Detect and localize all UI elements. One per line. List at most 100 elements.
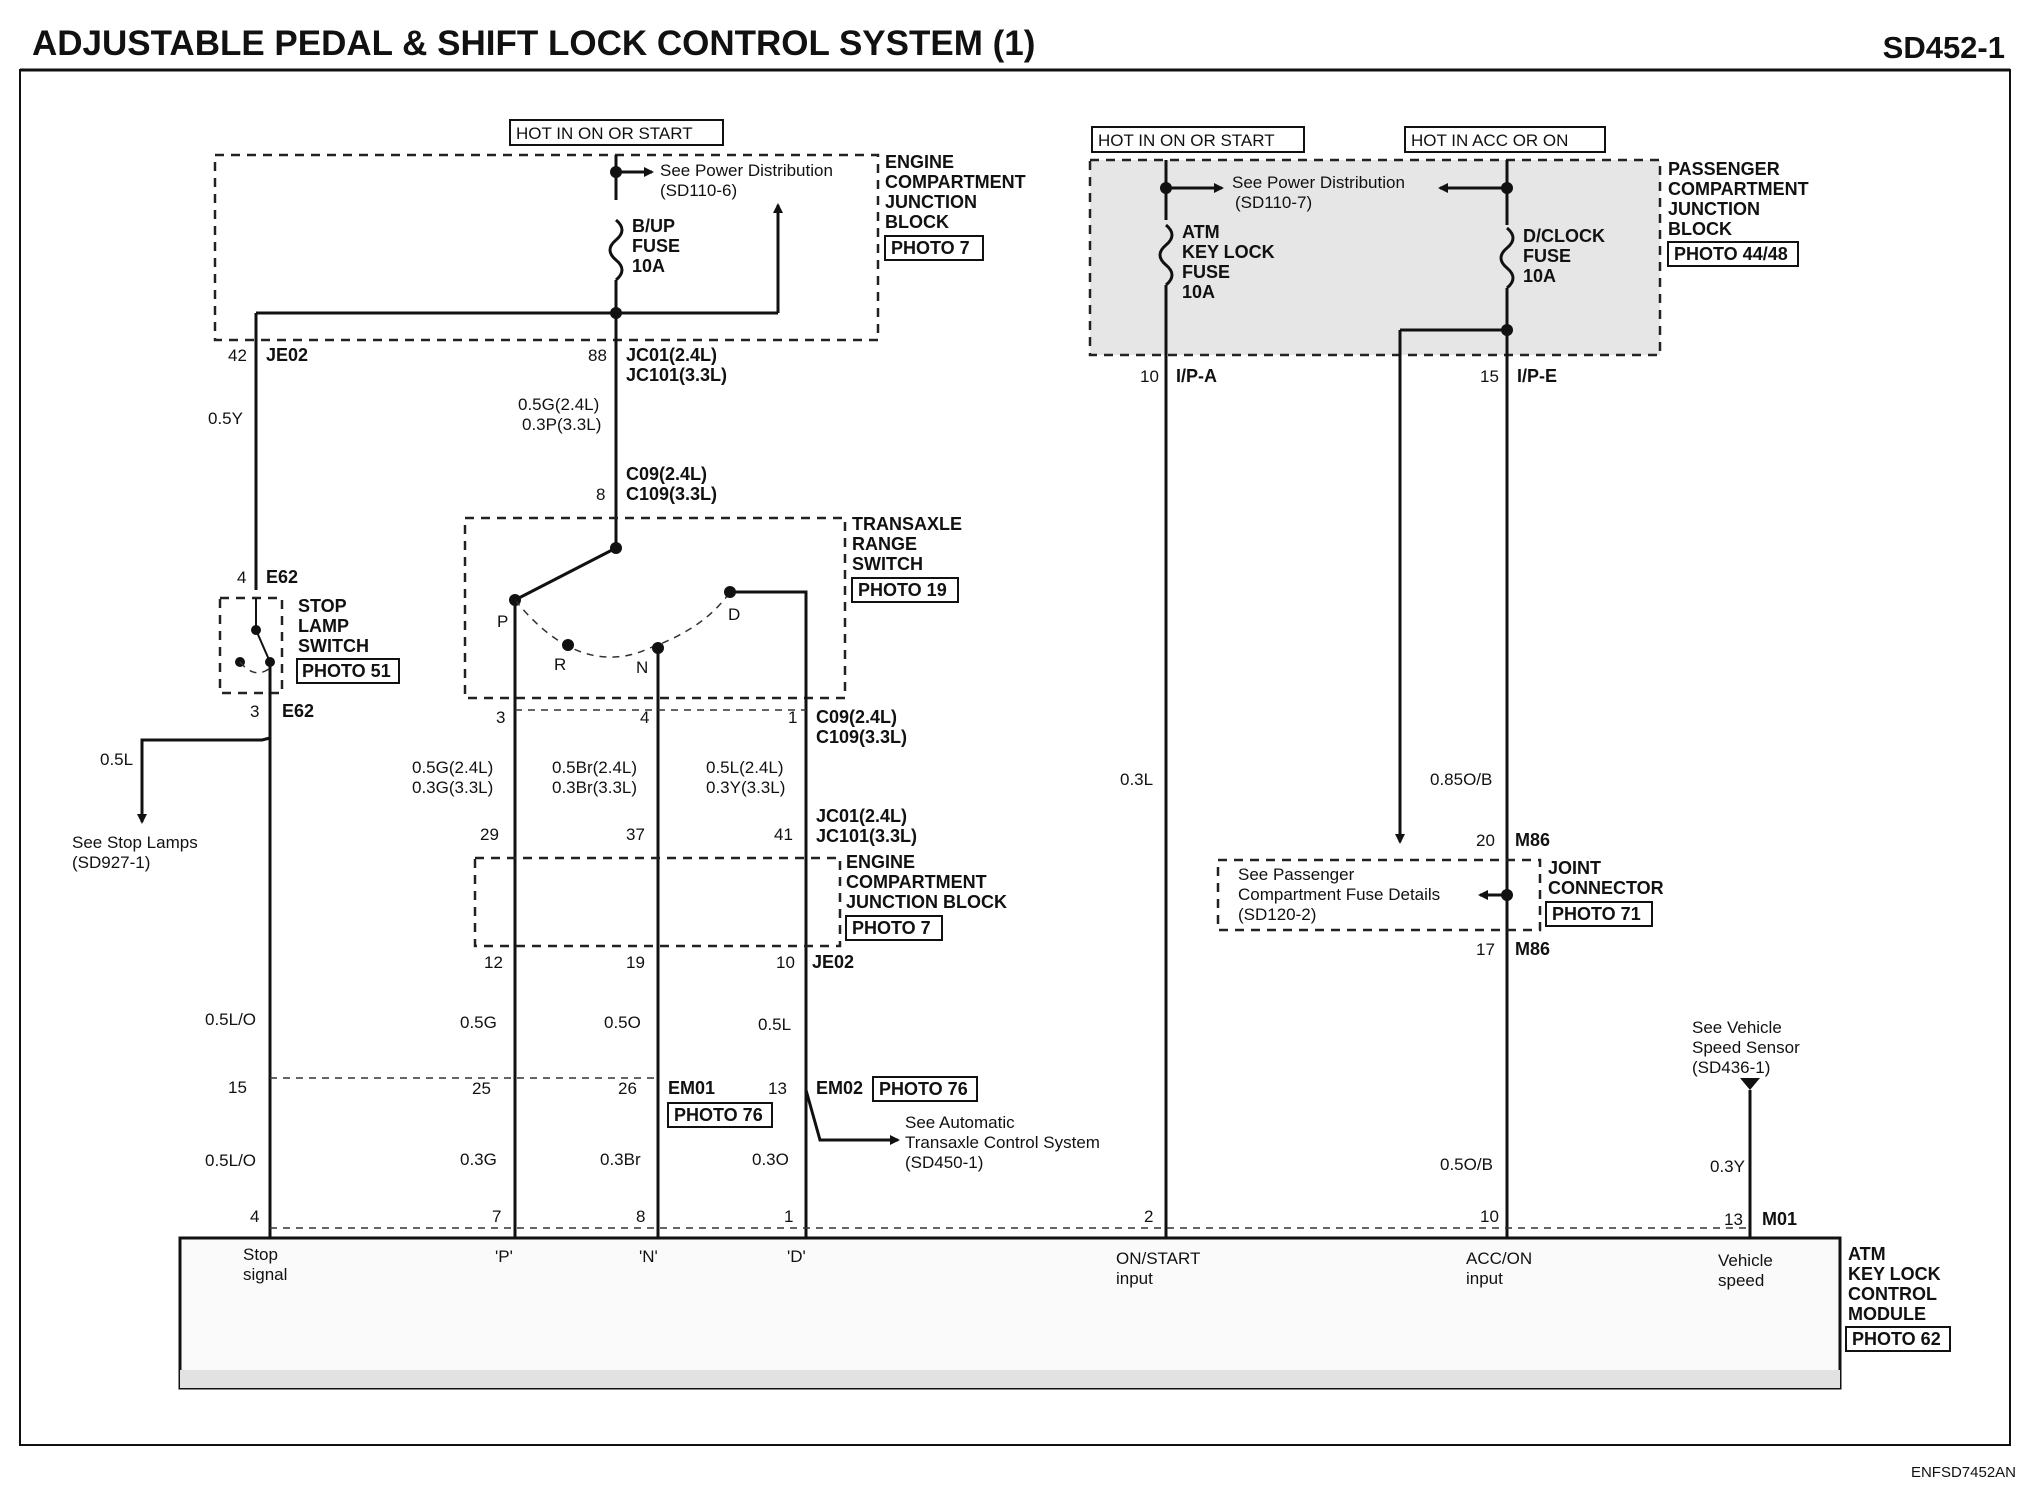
svg-text:JC01(2.4L): JC01(2.4L)	[626, 345, 717, 365]
svg-text:KEY LOCK: KEY LOCK	[1182, 242, 1275, 262]
svg-text:29: 29	[480, 825, 499, 844]
svg-text:4: 4	[640, 708, 649, 727]
svg-text:0.5O: 0.5O	[604, 1013, 641, 1032]
svg-text:0.5G: 0.5G	[460, 1013, 497, 1032]
svg-text:(SD436-1): (SD436-1)	[1692, 1058, 1770, 1077]
svg-text:0.3Y(3.3L): 0.3Y(3.3L)	[706, 778, 785, 797]
svg-text:See Power Distribution: See Power Distribution	[660, 161, 833, 180]
svg-text:PHOTO 51: PHOTO 51	[302, 661, 391, 681]
svg-text:HOT IN ON OR START: HOT IN ON OR START	[1098, 131, 1275, 150]
hot-label-middle: HOT IN ON OR START	[1091, 126, 1305, 153]
svg-text:(SD450-1): (SD450-1)	[905, 1153, 983, 1172]
svg-text:10: 10	[776, 953, 795, 972]
svg-text:Speed Sensor: Speed Sensor	[1692, 1038, 1800, 1057]
svg-text:0.5Br(2.4L): 0.5Br(2.4L)	[552, 758, 637, 777]
svg-text:ON/START: ON/START	[1116, 1249, 1200, 1268]
svg-text:10A: 10A	[1523, 266, 1556, 286]
svg-text:4: 4	[237, 568, 246, 587]
svg-text:'N': 'N'	[639, 1247, 658, 1266]
svg-text:EM02: EM02	[816, 1078, 863, 1098]
hot-label-left: HOT IN ON OR START	[509, 119, 724, 146]
svg-text:signal: signal	[243, 1265, 287, 1284]
svg-text:41: 41	[774, 825, 793, 844]
svg-text:JUNCTION: JUNCTION	[885, 192, 977, 212]
svg-text:I/P-A: I/P-A	[1176, 366, 1217, 386]
svg-text:JUNCTION: JUNCTION	[1668, 199, 1760, 219]
atm-key-lock-control-module: Stop signal 'P' 'N' 'D' ON/START input A…	[178, 1236, 1951, 1390]
svg-text:0.3P(3.3L): 0.3P(3.3L)	[522, 415, 601, 434]
svg-text:N: N	[636, 658, 648, 677]
engine-compartment-junction-block-top: ENGINE COMPARTMENT JUNCTION BLOCK PHOTO …	[213, 152, 1026, 342]
header: ADJUSTABLE PEDAL & SHIFT LOCK CONTROL SY…	[19, 24, 2011, 1446]
svg-text:input: input	[1116, 1269, 1153, 1288]
svg-text:25: 25	[472, 1079, 491, 1098]
svg-text:1: 1	[784, 1207, 793, 1226]
svg-text:JC101(3.3L): JC101(3.3L)	[626, 365, 727, 385]
svg-text:JE02: JE02	[812, 952, 854, 972]
svg-text:1: 1	[788, 708, 797, 727]
svg-text:SWITCH: SWITCH	[852, 554, 923, 574]
svg-text:10: 10	[1140, 367, 1159, 386]
svg-text:17: 17	[1476, 940, 1495, 959]
svg-text:JC101(3.3L): JC101(3.3L)	[816, 826, 917, 846]
right-side-wiring: 10 I/P-A 0.3L 2 15 I/P-E 0.85O/B 20 M86 …	[1120, 330, 1800, 1240]
stop-lamp-circuit: 42 JE02 0.5Y 4 E62 STOP LAMP SWITCH PHOT…	[72, 313, 400, 1238]
svg-text:D: D	[728, 605, 740, 624]
svg-text:PHOTO 71: PHOTO 71	[1552, 904, 1641, 924]
svg-text:See Power Distribution: See Power Distribution	[1232, 173, 1405, 192]
svg-text:JOINT: JOINT	[1548, 858, 1601, 878]
svg-text:FUSE: FUSE	[632, 236, 680, 256]
svg-text:26: 26	[618, 1079, 637, 1098]
svg-text:CONTROL: CONTROL	[1848, 1284, 1937, 1304]
svg-text:0.5L: 0.5L	[100, 750, 133, 769]
svg-text:'D': 'D'	[787, 1247, 806, 1266]
svg-text:15: 15	[228, 1078, 247, 1097]
svg-text:(SD927-1): (SD927-1)	[72, 853, 150, 872]
svg-text:C09(2.4L): C09(2.4L)	[816, 707, 897, 727]
svg-text:8: 8	[636, 1207, 645, 1226]
svg-text:R: R	[554, 655, 566, 674]
svg-text:RANGE: RANGE	[852, 534, 917, 554]
svg-text:0.5G(2.4L): 0.5G(2.4L)	[518, 395, 599, 414]
svg-text:BLOCK: BLOCK	[1668, 219, 1732, 239]
svg-text:0.5Y: 0.5Y	[208, 409, 243, 428]
svg-text:0.5L: 0.5L	[758, 1015, 791, 1034]
svg-text:ATM: ATM	[1182, 222, 1220, 242]
svg-text:See Vehicle: See Vehicle	[1692, 1018, 1782, 1037]
svg-text:M86: M86	[1515, 939, 1550, 959]
svg-text:10A: 10A	[1182, 282, 1215, 302]
svg-text:42: 42	[228, 346, 247, 365]
svg-text:0.5L(2.4L): 0.5L(2.4L)	[706, 758, 784, 777]
svg-text:D/CLOCK: D/CLOCK	[1523, 226, 1605, 246]
svg-text:MODULE: MODULE	[1848, 1304, 1926, 1324]
svg-text:PASSENGER: PASSENGER	[1668, 159, 1780, 179]
svg-text:0.3Br(3.3L): 0.3Br(3.3L)	[552, 778, 637, 797]
svg-text:3: 3	[250, 702, 259, 721]
svg-text:4: 4	[250, 1207, 259, 1226]
svg-text:BLOCK: BLOCK	[885, 212, 949, 232]
svg-text:20: 20	[1476, 831, 1495, 850]
svg-text:PHOTO 19: PHOTO 19	[858, 580, 947, 600]
fuse-icon	[608, 218, 624, 282]
svg-text:KEY LOCK: KEY LOCK	[1848, 1264, 1941, 1284]
trs-output-connector: 3 4 1 C09(2.4L) C109(3.3L) 0.5G(2.4L) 0.…	[412, 707, 907, 797]
svg-text:0.3G: 0.3G	[460, 1150, 497, 1169]
svg-text:Transaxle Control System: Transaxle Control System	[905, 1133, 1100, 1152]
svg-text:PHOTO 76: PHOTO 76	[674, 1105, 763, 1125]
svg-text:COMPARTMENT: COMPARTMENT	[885, 172, 1026, 192]
svg-text:SWITCH: SWITCH	[298, 636, 369, 656]
svg-text:88: 88	[588, 346, 607, 365]
svg-text:15: 15	[1480, 367, 1499, 386]
svg-text:ATM: ATM	[1848, 1244, 1886, 1264]
svg-text:7: 7	[492, 1207, 501, 1226]
svg-text:ACC/ON: ACC/ON	[1466, 1249, 1532, 1268]
svg-text:0.5L/O: 0.5L/O	[205, 1010, 256, 1029]
svg-text:E62: E62	[266, 567, 298, 587]
svg-text:0.3Br: 0.3Br	[600, 1150, 641, 1169]
svg-text:I/P-E: I/P-E	[1517, 366, 1557, 386]
svg-text:CONNECTOR: CONNECTOR	[1548, 878, 1664, 898]
svg-text:speed: speed	[1718, 1271, 1764, 1290]
hot-label-right: HOT IN ACC OR ON	[1404, 126, 1606, 153]
svg-text:0.3Y: 0.3Y	[1710, 1157, 1745, 1176]
